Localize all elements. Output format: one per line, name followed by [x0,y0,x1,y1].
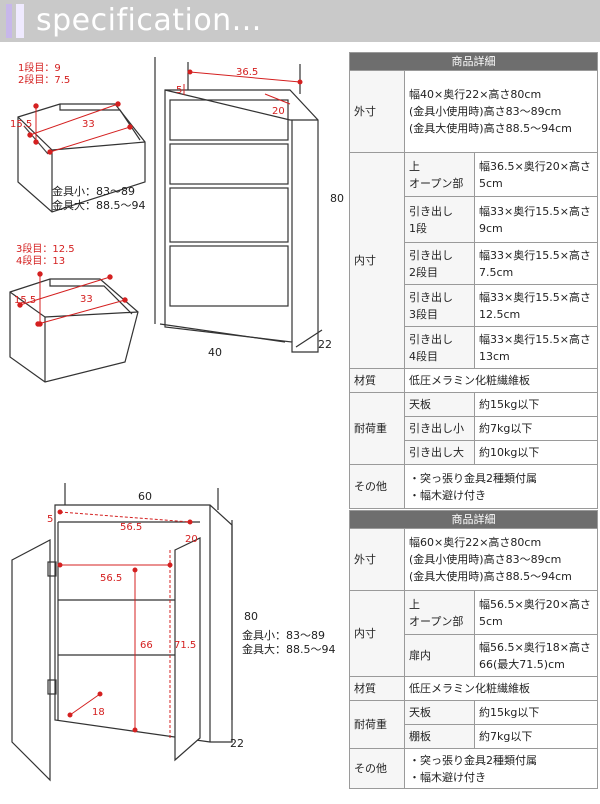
table1-load-row-value: 約15kg以下 [474,392,598,417]
top-open-dimensions [183,69,303,105]
table2-outer-label: 外寸 [349,528,405,591]
table1-load-row-label: 引き出し小 [404,416,475,441]
header-accent-bar [6,4,12,38]
door-inner-height-label: 66 [140,640,153,651]
depth-label: 22 [318,338,332,351]
table1-outer-value-3: (金具大使用時)高さ88.5～94cm [409,122,572,135]
top-depth-label: 20 [272,106,285,117]
table2-title: 商品詳細 [349,510,598,529]
header-accent-bar-light [16,4,24,38]
table1-outer-values: 幅40×奥行22×高さ80cm (金具小使用時)高さ83～89cm (金具大使用… [404,70,598,153]
drawer-a-label-2: 2段目：7.5 [18,73,70,86]
table1-load-row-label: 引き出し大 [404,440,475,465]
table2-outer-value-3: (金具大使用時)高さ88.5～94cm [409,570,572,583]
table2-load-row-value: 約15kg以下 [474,700,598,725]
drawer-cabinet-drawing: 1段目：9 2段目：7.5 15.5 33 3段目：12.5 4段目：13 15… [9,57,344,383]
drawer-cabinet-body [154,57,323,353]
door-inner-width-label: 56.5 [100,573,122,584]
door-inner-height-max-label: 71.5 [174,640,196,651]
height-label: 80 [330,192,344,205]
drawer-a-label-1: 1段目：9 [18,61,61,74]
table1-load-row-value: 約7kg以下 [474,416,598,441]
door-top-depth-label: 20 [185,534,198,545]
table1-outer-label: 外寸 [349,70,405,153]
door-cabinet-dimensions [57,509,193,740]
table2-material-value: 低圧メラミン化粧繊維板 [404,676,598,701]
table1-inner-row-value: 幅33×奥行15.5×高さ7.5cm [474,242,598,285]
drawer-b-dimensions [17,271,128,327]
section-title: specification... [36,3,262,38]
spec-table-2: 商品詳細 外寸 幅60×奥行22×高さ80cm (金具小使用時)高さ83～89c… [349,510,598,789]
table2-inner-row-label: 上 オープン部 [404,590,475,635]
table2-outer-value-2: (金具小使用時)高さ83～89cm [409,553,562,566]
door-depth-label: 22 [230,737,244,750]
table2-outer-value-1: 幅60×奥行22×高さ80cm [409,536,542,549]
table2-other-label: その他 [349,748,405,789]
fitting-note-large-1: 金具大：88.5～94 [52,199,146,212]
table1-inner-row-label: 引き出し 4段目 [404,326,475,369]
table2-inner-row-value: 幅56.5×奥行18×高さ66(最大71.5)cm [474,634,598,677]
table1-inner-row-value: 幅33×奥行15.5×高さ12.5cm [474,284,598,327]
table1-inner-row-label: 引き出し 2段目 [404,242,475,285]
drawer-b-width: 33 [80,294,93,305]
table2-other-value-1: ・突っ張り金具2種類付属 [409,753,537,767]
table1-other-values: ・突っ張り金具2種類付属 ・幅木避け付き [404,464,598,509]
door-width-label: 60 [138,490,152,503]
door-top-width-label: 56.5 [120,522,142,533]
table2-load-row-value: 約7kg以下 [474,724,598,749]
section-header: specification... [0,0,600,42]
door-height-label: 80 [244,610,258,623]
spec-table-1: 商品詳細 外寸 幅40×奥行22×高さ80cm (金具小使用時)高さ83～89c… [349,52,598,509]
door-depth-inner-label: 18 [92,707,105,718]
table1-inner-row-label: 引き出し 3段目 [404,284,475,327]
table1-load-label: 耐荷重 [349,392,405,465]
table2-other-values: ・突っ張り金具2種類付属 ・幅木避け付き [404,748,598,789]
table2-load-label: 耐荷重 [349,700,405,749]
table1-material-label: 材質 [349,368,405,393]
table2-other-value-2: ・幅木避け付き [409,770,486,784]
fitting-note-small-1: 金具小：83～89 [52,185,135,198]
table1-inner-label: 内寸 [349,152,405,369]
table2-load-row-label: 棚板 [404,724,475,749]
table2-inner-row-value: 幅56.5×奥行20×高さ5cm [474,590,598,635]
door-cabinet-drawing: 60 56.5 5 20 56.5 66 71.5 18 80 22 [11,483,258,782]
table1-inner-row-value: 幅33×奥行15.5×高さ13cm [474,326,598,369]
table1-load-row-label: 天板 [404,392,475,417]
fitting-note-large-2: 金具大：88.5～94 [242,643,336,656]
table2-inner-label: 内寸 [349,590,405,677]
table1-inner-row-value: 幅33×奥行15.5×高さ9cm [474,196,598,243]
table1-material-value: 低圧メラミン化粧繊維板 [404,368,598,393]
drawer-a-depth: 15.5 [10,119,32,130]
table1-outer-value-2: (金具小使用時)高さ83～89cm [409,105,562,118]
table1-load-row-value: 約10kg以下 [474,440,598,465]
drawer-a-dimensions [27,101,133,155]
top-width-label: 36.5 [236,67,258,78]
table1-other-value-2: ・幅木避け付き [409,488,486,502]
table1-title: 商品詳細 [349,52,598,71]
table1-other-value-1: ・突っ張り金具2種類付属 [409,471,537,485]
door-top-height-label: 5 [47,514,53,525]
table1-inner-row-label: 引き出し 1段 [404,196,475,243]
table2-material-label: 材質 [349,676,405,701]
table1-inner-row-value: 幅36.5×奥行20×高さ5cm [474,152,598,197]
table1-inner-row-label: 上 オープン部 [404,152,475,197]
drawer-b-depth: 15.5 [14,295,36,306]
width-label: 40 [208,346,222,359]
table1-outer-value-1: 幅40×奥行22×高さ80cm [409,88,542,101]
drawer-b-label-1: 3段目：12.5 [16,242,75,255]
door-cabinet-body [11,483,233,782]
table1-other-label: その他 [349,464,405,509]
top-height-label: 5 [176,85,182,96]
fitting-note-small-2: 金具小：83～89 [242,629,325,642]
table2-outer-values: 幅60×奥行22×高さ80cm (金具小使用時)高さ83～89cm (金具大使用… [404,528,598,591]
drawer-a-width: 33 [82,119,95,130]
table2-load-row-label: 天板 [404,700,475,725]
drawer-b-label-2: 4段目：13 [16,254,65,267]
table2-inner-row-label: 扉内 [404,634,475,677]
